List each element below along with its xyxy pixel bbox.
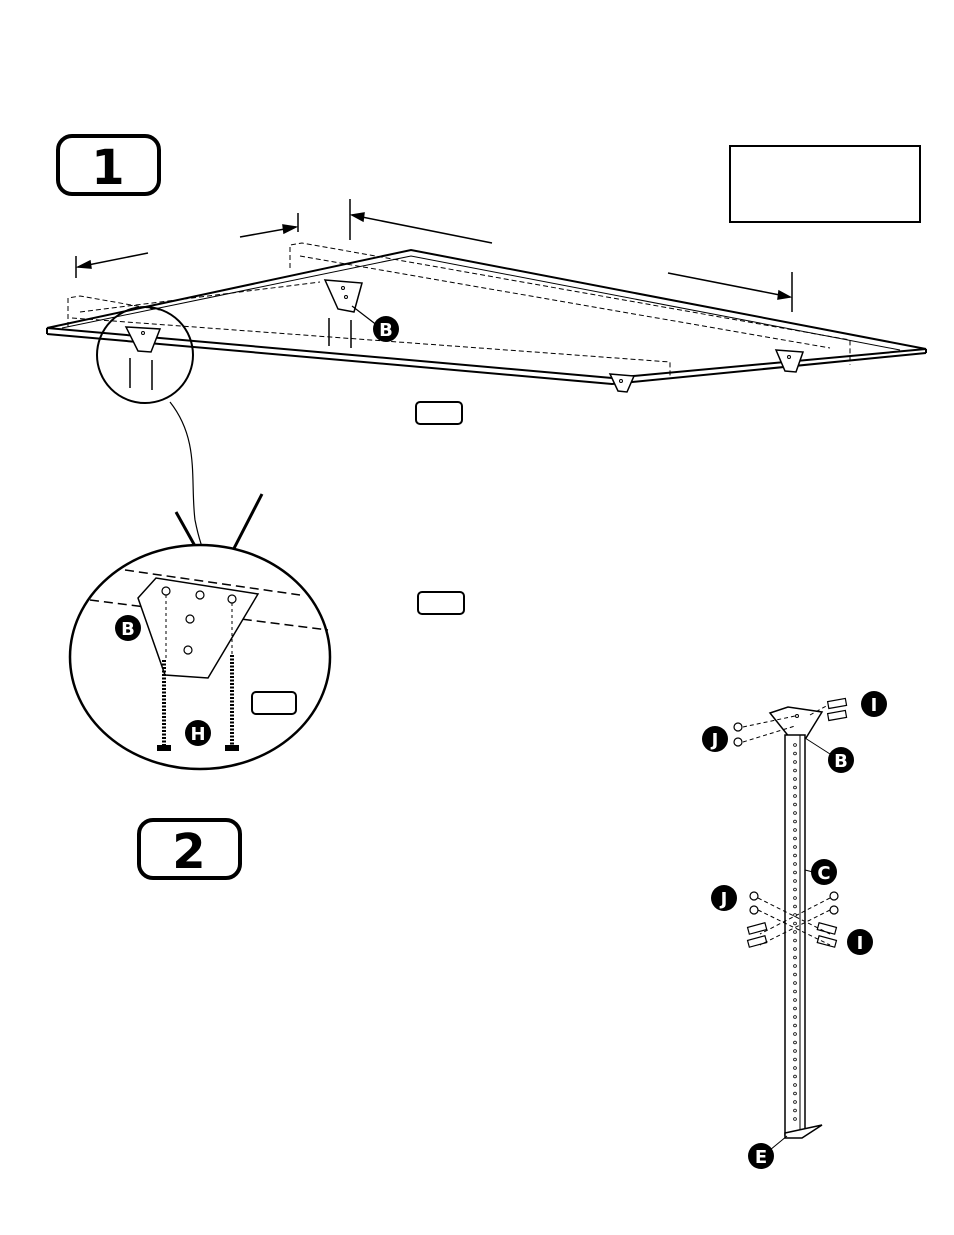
post-hole: [794, 812, 797, 815]
post-hole: [794, 854, 797, 857]
post-hole: [794, 778, 797, 781]
post-hole: [794, 1092, 797, 1095]
post-hole: [794, 1101, 797, 1104]
part-callout-j-mid: J: [711, 885, 737, 911]
label-box-3: [252, 692, 296, 714]
post-hole: [794, 1067, 797, 1070]
post-hole: [794, 744, 797, 747]
step-2-number: 2: [172, 824, 205, 880]
part-callout-i-top: I: [861, 691, 887, 717]
post-hole: [794, 880, 797, 883]
part-callout-j-top: J: [702, 726, 728, 752]
post-hole: [794, 786, 797, 789]
post-hole: [794, 982, 797, 985]
svg-text:B: B: [379, 320, 393, 341]
note-box: [730, 146, 920, 222]
post-hole: [794, 1075, 797, 1078]
svg-text:B: B: [834, 751, 848, 772]
post-hole: [794, 922, 797, 925]
post-hole: [794, 914, 797, 917]
part-callout-b-post: B: [828, 747, 854, 773]
svg-text:C: C: [817, 863, 830, 884]
svg-text:E: E: [755, 1147, 767, 1168]
part-callout-b-detail: B: [115, 615, 141, 641]
post-hole: [794, 1084, 797, 1087]
post-hole: [794, 761, 797, 764]
svg-text:B: B: [121, 619, 135, 640]
post-hole: [794, 829, 797, 832]
part-callout-c-post: C: [811, 859, 837, 885]
post-hole: [794, 1118, 797, 1121]
post-hole: [794, 939, 797, 942]
post-hole: [794, 803, 797, 806]
part-callout-b-main: B: [373, 316, 399, 342]
label-box-2: [418, 592, 464, 614]
post-hole: [794, 973, 797, 976]
step-1-badge: 1: [58, 136, 159, 196]
post-hole: [794, 1041, 797, 1044]
post-hole: [794, 931, 797, 934]
post-hole: [794, 1016, 797, 1019]
post-hole: [794, 1050, 797, 1053]
post-hole: [794, 965, 797, 968]
step-1-number: 1: [91, 140, 124, 196]
part-callout-h-detail: H: [185, 720, 211, 746]
step-2-badge: 2: [139, 820, 240, 880]
post-hole: [794, 956, 797, 959]
post-hole: [794, 1109, 797, 1112]
svg-text:I: I: [857, 933, 864, 954]
post-hole: [794, 769, 797, 772]
detail-view: B H: [70, 545, 330, 769]
post-hole: [794, 820, 797, 823]
post-hole: [794, 752, 797, 755]
post-hole: [794, 948, 797, 951]
post-hole: [794, 863, 797, 866]
post-hole: [794, 888, 797, 891]
post-hole: [794, 990, 797, 993]
svg-text:I: I: [871, 695, 878, 716]
svg-text:J: J: [719, 889, 728, 910]
svg-text:J: J: [710, 730, 719, 751]
post-hole: [794, 846, 797, 849]
part-callout-i-mid: I: [847, 929, 873, 955]
post-hole: [794, 1007, 797, 1010]
label-box-1: [416, 402, 462, 424]
post-hole: [794, 837, 797, 840]
post-hole: [794, 999, 797, 1002]
part-callout-e-base: E: [748, 1143, 774, 1169]
post-hole: [794, 1024, 797, 1027]
post-hole: [794, 1033, 797, 1036]
post-hole: [794, 1058, 797, 1061]
post-hole: [794, 871, 797, 874]
svg-text:H: H: [190, 724, 205, 745]
post-hole: [794, 795, 797, 798]
post-hole: [794, 905, 797, 908]
post-hole: [794, 897, 797, 900]
